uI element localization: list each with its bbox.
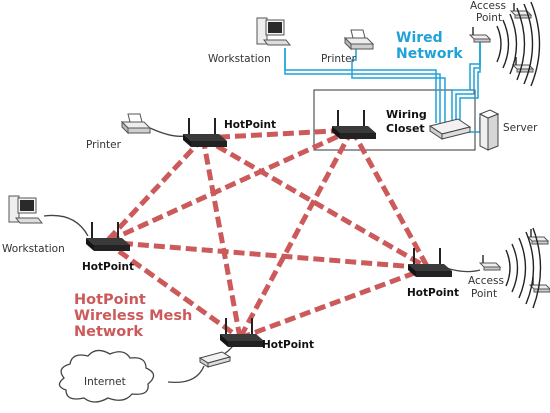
printer-top xyxy=(344,29,374,50)
workstation-left-label: Workstation xyxy=(2,243,65,255)
mesh-network-title-line3: Network xyxy=(74,324,143,340)
hotpoint-label-top: HotPoint xyxy=(224,119,276,131)
access-point-right-1 xyxy=(479,254,501,271)
mesh-link xyxy=(104,136,205,244)
modem-icon xyxy=(198,351,232,368)
workstation-top-label: Workstation xyxy=(208,53,271,65)
hotpoint-router-top-left xyxy=(182,117,228,148)
hotpoint-router-wiring-closet xyxy=(331,109,377,140)
wired-network-title-line2: Network xyxy=(396,46,463,62)
workstation-cable xyxy=(43,214,89,237)
internet-cable xyxy=(167,365,205,384)
internet-label: Internet xyxy=(84,376,126,388)
wiring-closet-label-line1: Wiring xyxy=(386,108,427,121)
printer-top-label: Printer xyxy=(321,53,357,65)
mesh-link xyxy=(237,128,355,340)
mesh-link xyxy=(104,239,242,341)
wiring-closet-box xyxy=(313,89,476,151)
server-label: Server xyxy=(503,122,538,134)
wiring-closet-label-line2: Closet xyxy=(386,122,425,135)
mesh-link xyxy=(105,239,429,271)
mesh-link xyxy=(104,127,354,245)
hotpoint-label-right: HotPoint xyxy=(407,287,459,299)
access-point-right-label-line2: Point xyxy=(471,288,497,300)
wired-cables xyxy=(284,42,490,133)
printer-left-label: Printer xyxy=(86,139,122,151)
hotpoint-router-right xyxy=(407,247,453,278)
access-point-right-label-line1: Access xyxy=(468,275,504,287)
radio-waves-top xyxy=(496,1,541,87)
mesh-network-title-line1: HotPoint xyxy=(74,292,146,308)
workstation-left xyxy=(8,195,43,224)
workstation-top xyxy=(256,17,291,46)
mesh-network-title-line2: Wireless Mesh xyxy=(74,308,192,324)
server-icon xyxy=(478,109,500,151)
internet-cloud-icon xyxy=(58,349,155,403)
access-point-top-label-line2: Point xyxy=(476,12,502,24)
access-point-top-1 xyxy=(469,26,491,43)
access-point-top-label-line1: Access xyxy=(470,0,506,12)
radio-waves-right xyxy=(505,227,542,309)
hotpoint-label-left: HotPoint xyxy=(82,261,134,273)
hotpoint-label-bottom: HotPoint xyxy=(262,339,314,351)
mesh-link xyxy=(239,265,429,341)
access-point-right-2 xyxy=(527,228,549,245)
mesh-links xyxy=(104,127,431,341)
switch-icon xyxy=(428,118,472,140)
mesh-link xyxy=(202,127,353,141)
mesh-link xyxy=(349,128,431,270)
printer-cable xyxy=(149,127,186,137)
printer-left xyxy=(121,113,151,134)
wired-network: Workstation Printer Access Point Server … xyxy=(208,0,541,151)
mesh-link xyxy=(200,137,243,339)
wired-network-title-line1: Wired xyxy=(396,30,443,46)
